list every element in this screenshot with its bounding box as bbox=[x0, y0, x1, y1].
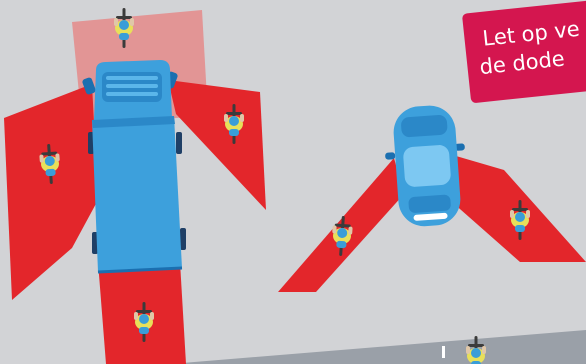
truck-icon bbox=[82, 60, 186, 272]
lane-marking bbox=[442, 346, 445, 358]
